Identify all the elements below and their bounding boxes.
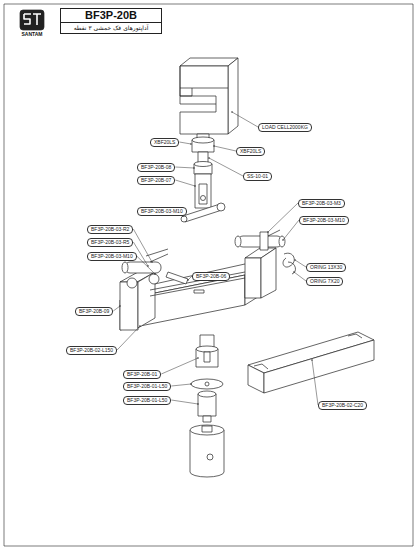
- leader-dot: [151, 261, 153, 263]
- callout-bubble: BF3P-20B-08: [137, 163, 175, 172]
- callout-bubble: BF3P-20B-02-L150: [66, 346, 117, 355]
- part-number: BF3P-20B-02-L150: [70, 347, 113, 353]
- callout-bubble: SS-10-01: [243, 172, 272, 181]
- leader-line: [295, 260, 306, 267]
- part-number: BF3P-20B-09: [79, 308, 109, 314]
- leader-line: [171, 400, 198, 404]
- leader-line: [171, 384, 191, 386]
- part-number: BF3P-20B-07: [141, 177, 171, 183]
- leader-line: [117, 326, 140, 350]
- part-number: BF3P-20B-03-M3: [302, 200, 341, 206]
- callout-bubble: XBF20LS: [236, 147, 265, 156]
- leader-dot: [187, 279, 189, 281]
- leader-line: [268, 203, 298, 232]
- leader-dot: [193, 167, 195, 169]
- part-number: BF3P-20B-08: [141, 164, 171, 170]
- leader-dot: [139, 325, 141, 327]
- part-number: XBF20LS: [240, 148, 261, 154]
- leader-line: [283, 220, 299, 240]
- drawing-title: آداپتورهای فک خمشی ۳ نقطه: [61, 23, 161, 33]
- drawing-number: BF3P-20B: [61, 9, 161, 23]
- leader-dot: [208, 157, 210, 159]
- part-number: ORING 13X30: [310, 264, 342, 270]
- leader-line: [161, 358, 198, 374]
- leader-line: [137, 256, 155, 274]
- leader-dot: [294, 259, 296, 261]
- callout-bubble: BF3P-20B-03-M10: [137, 207, 187, 216]
- leader-line: [209, 158, 243, 176]
- callout-bubble: ORING 13X30: [306, 263, 346, 272]
- leader-dot: [119, 305, 121, 307]
- part-number: LOAD CELL2000KG: [262, 124, 308, 130]
- title-block: BF3P-20Bآداپتورهای فک خمشی ۳ نقطه: [60, 8, 162, 34]
- part-number: XBF20LS: [154, 139, 175, 145]
- leader-line: [232, 112, 258, 127]
- callout-bubble: BF3P-20B-01-L50: [123, 382, 171, 391]
- leader-line: [179, 142, 191, 144]
- part-number: BF3P-20B-02-C20: [322, 402, 363, 408]
- part-number: BF3P-20B-03-R2: [91, 226, 129, 232]
- leader-dot: [213, 145, 215, 147]
- callout-bubble: BF3P-20B-03-M10: [299, 216, 349, 225]
- leader-line: [175, 167, 194, 168]
- part-number: ORING 7X20: [310, 278, 339, 284]
- leader-dot: [154, 273, 156, 275]
- part-number: BF3P-20B-06: [196, 273, 226, 279]
- leader-dot: [194, 185, 196, 187]
- callout-bubble: BF3P-20B-03-M3: [298, 199, 345, 208]
- callout-bubble: BF3P-20B-01-L50: [123, 396, 171, 405]
- leader-dot: [197, 357, 199, 359]
- callout-bubble: LOAD CELL2000KG: [258, 123, 312, 132]
- part-number: BF3P-20B-03-M10: [303, 217, 345, 223]
- part-number: BF3P-20B-01: [127, 371, 157, 377]
- callout-bubble: BF3P-20B-02-C20: [318, 401, 367, 410]
- callout-bubble: BF3P-20B-03-R2: [87, 225, 133, 234]
- callout-bubble: BF3P-20B-03-M10: [87, 252, 137, 261]
- leader-line: [294, 272, 306, 281]
- callout-bubble: BF3P-20B-01: [123, 370, 161, 379]
- part-number: BF3P-20B-03-M10: [91, 253, 133, 259]
- callout-bubble: XBF20LS: [150, 138, 179, 147]
- part-number: SS-10-01: [247, 173, 268, 179]
- leader-dot: [282, 239, 284, 241]
- callout-bubble: BF3P-20B-07: [137, 176, 175, 185]
- part-number: BF3P-20B-03-M10: [141, 208, 183, 214]
- part-number: BF3P-20B-01-L50: [127, 397, 167, 403]
- callout-bubble: BF3P-20B-09: [75, 307, 113, 316]
- leader-line: [113, 306, 120, 311]
- leader-dot: [190, 143, 192, 145]
- leader-dot: [311, 359, 313, 361]
- leader-dot: [231, 111, 233, 113]
- callout-bubble: BF3P-20B-03-R5: [87, 238, 133, 247]
- leader-dot: [197, 403, 199, 405]
- leader-line: [312, 360, 318, 405]
- leader-line: [175, 180, 195, 186]
- leader-dot: [190, 383, 192, 385]
- part-number: BF3P-20B-03-R5: [91, 239, 129, 245]
- leader-line: [214, 146, 236, 151]
- logo-text: SANTAM: [21, 31, 42, 37]
- leader-dot: [267, 231, 269, 233]
- callout-bubble: BF3P-20B-06: [192, 272, 230, 281]
- leader-dot: [293, 271, 295, 273]
- part-number: BF3P-20B-01-L50: [127, 383, 167, 389]
- callout-bubble: ORING 7X20: [306, 277, 343, 286]
